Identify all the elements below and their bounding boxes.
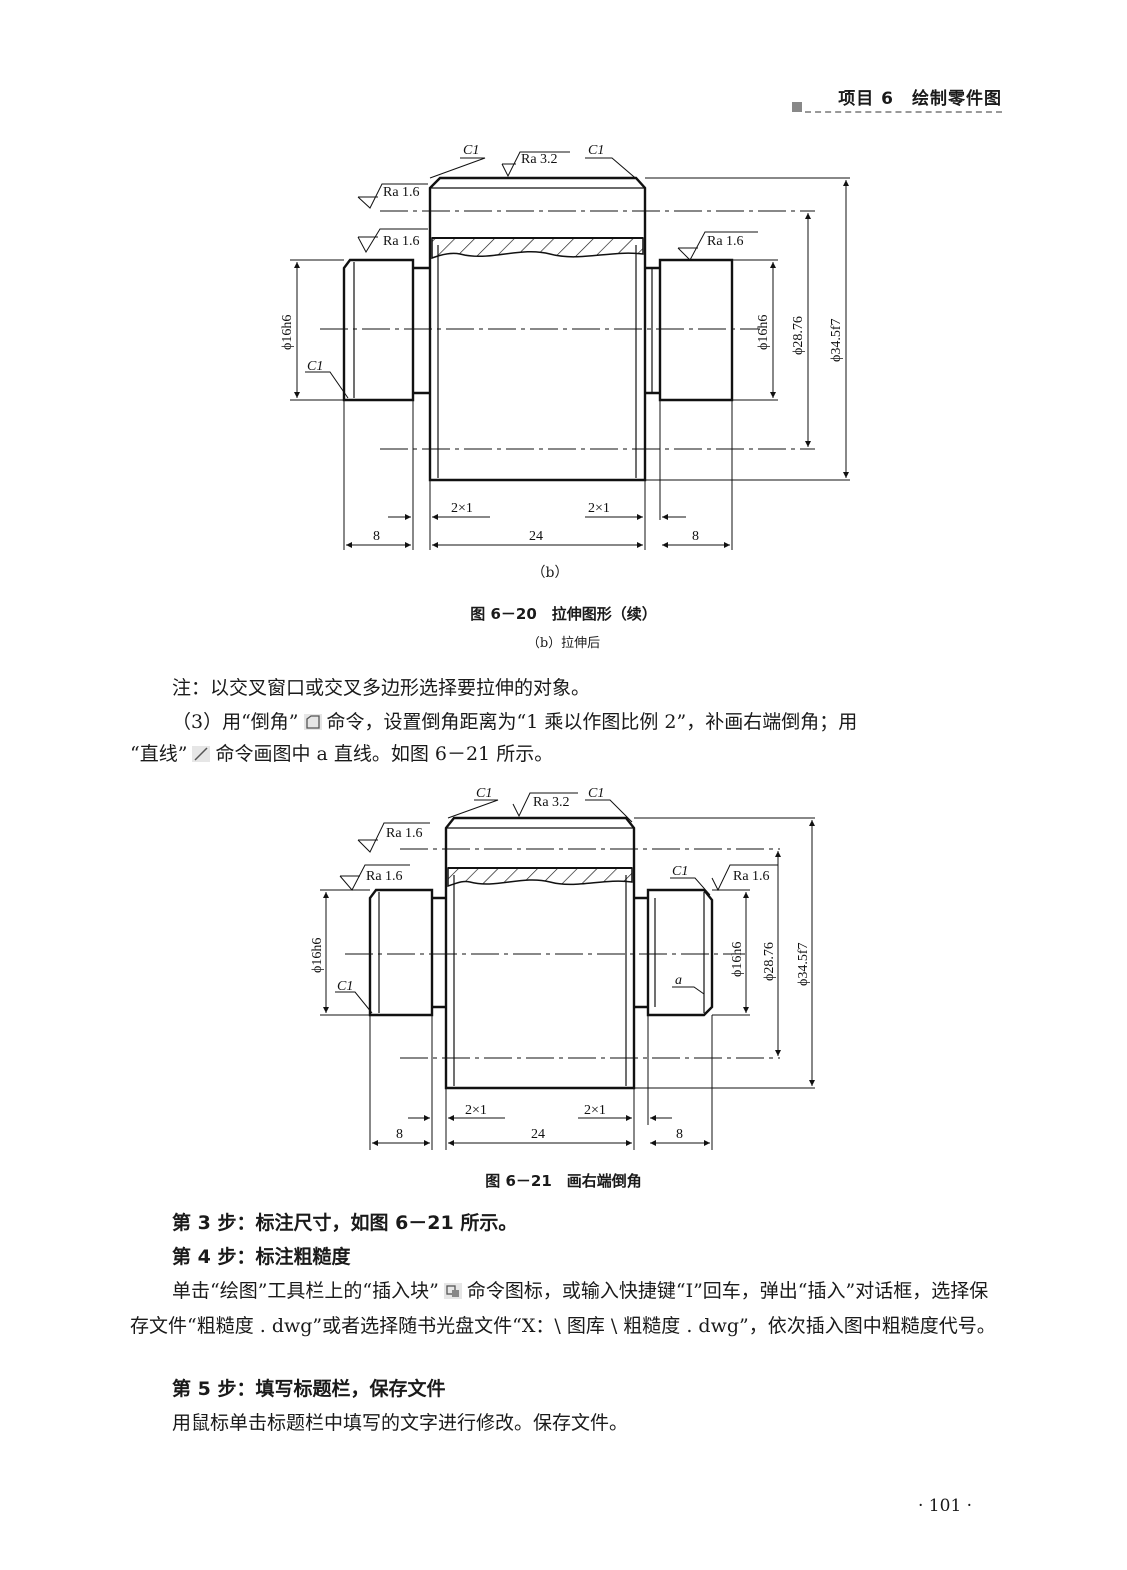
figure-6-21-drawing: C1 C1 C1 C1 a Ra 3.2 Ra 1.6 Ra 1.6 Ra 1.… xyxy=(310,786,815,1150)
fig20-dim-24: 24 xyxy=(529,529,543,544)
note-paragraph: 注：以交叉窗口或交叉多边形选择要拉伸的对象。 xyxy=(130,671,1002,706)
note-text: 注：以交叉窗口或交叉多边形选择要拉伸的对象。 xyxy=(172,677,591,699)
fig20-label-c1-a: C1 xyxy=(463,143,479,158)
fig21-label-ra-3: Ra 1.6 xyxy=(733,869,770,884)
fig21-label-ra-2: Ra 1.6 xyxy=(366,869,403,884)
fig20-label-ra-top: Ra 3.2 xyxy=(521,152,558,167)
fig21-dim-phi28: ϕ28.76 xyxy=(762,942,777,981)
page-number: · 101 · xyxy=(918,1496,973,1516)
figure-6-20-drawing: C1 C1 C1 Ra 3.2 Ra 1.6 Ra 1.6 Ra 1.6 ϕ16… xyxy=(280,143,850,550)
fig20-dim-2x1-left: 2×1 xyxy=(451,501,473,516)
fig21-dim-phi34: ϕ34.5f7 xyxy=(796,942,811,986)
fig20-label-ra-1: Ra 1.6 xyxy=(383,185,420,200)
fig20-dim-8-left: 8 xyxy=(373,529,380,544)
step-3-heading: 第 3 步：标注尺寸，如图 6－21 所示。 xyxy=(172,1212,518,1234)
fig21-dim-phi16-left: ϕ16h6 xyxy=(310,938,325,973)
fig20-label-ra-2: Ra 1.6 xyxy=(383,234,420,249)
figure-6-21-caption: 图 6－21 画右端倒角 xyxy=(485,1172,642,1190)
fig21-dim-8-right: 8 xyxy=(676,1127,683,1142)
figure-6-20-caption: 图 6－20 拉伸图形（续） xyxy=(470,605,657,623)
fig21-dim-24: 24 xyxy=(531,1127,545,1142)
fig20-dim-phi16-left: ϕ16h6 xyxy=(280,315,295,350)
step-5-paragraph: 用鼠标单击标题栏中填写的文字进行修改。保存文件。 xyxy=(172,1412,629,1434)
step-3-instruction: （3）用“倒角” 命令，设置倒角距离为“1 乘以作图比例 2”，补画右端倒角；用 xyxy=(130,705,1002,740)
chamfer-icon xyxy=(303,714,322,730)
fig21-label-ra-top: Ra 3.2 xyxy=(533,795,570,810)
fig20-dim-2x1-right: 2×1 xyxy=(588,501,610,516)
fig20-label-ra-3: Ra 1.6 xyxy=(707,234,744,249)
step-4-text-a: 单击“绘图”工具栏上的“插入块” xyxy=(172,1280,439,1302)
header-rule xyxy=(792,102,1002,114)
step-5-heading: 第 5 步：填写标题栏，保存文件 xyxy=(172,1378,446,1400)
line-tool-icon xyxy=(192,746,211,762)
step-4-text-b: 命令图标，或输入快捷键“I”回车，弹出“插入”对话框，选择保存文件“粗糙度 . … xyxy=(130,1280,996,1337)
fig21-label-c1-d: C1 xyxy=(672,864,688,879)
fig20-dim-phi28: ϕ28.76 xyxy=(791,316,806,355)
fig21-dim-2x1-left: 2×1 xyxy=(465,1103,487,1118)
fig21-dim-phi16-right: ϕ16h6 xyxy=(730,942,745,977)
fig21-label-a: a xyxy=(675,973,682,988)
running-header: 项目 6 绘制零件图 xyxy=(838,89,1002,109)
step-4-paragraph: 单击“绘图”工具栏上的“插入块”命令图标，或输入快捷键“I”回车，弹出“插入”对… xyxy=(130,1274,1002,1344)
instruction-part-1: （3）用“倒角” xyxy=(172,711,299,733)
instruction-part-2: 命令，设置倒角距离为“1 乘以作图比例 2”，补画右端倒角；用 xyxy=(326,711,858,733)
fig20-label-c1-c: C1 xyxy=(307,359,323,374)
fig21-label-c1-b: C1 xyxy=(588,786,604,801)
instruction-part-4: 命令画图中 a 直线。如图 6－21 所示。 xyxy=(215,743,554,765)
figure-6-20-subcaption: （b）拉伸后 xyxy=(526,636,601,651)
fig21-dim-2x1-right: 2×1 xyxy=(584,1103,606,1118)
fig20-label-c1-b: C1 xyxy=(588,143,604,158)
fig21-label-c1-c: C1 xyxy=(337,979,353,994)
insert-block-icon xyxy=(443,1283,462,1299)
fig20-dim-8-right: 8 xyxy=(692,529,699,544)
fig21-label-c1-a: C1 xyxy=(476,786,492,801)
fig21-label-ra-1: Ra 1.6 xyxy=(386,826,423,841)
step-3-instruction-cont: “直线” 命令画图中 a 直线。如图 6－21 所示。 xyxy=(130,737,1002,772)
fig21-dim-8-left: 8 xyxy=(396,1127,403,1142)
fig20-dim-phi16-right: ϕ16h6 xyxy=(756,315,771,350)
figure-sub-label: （b） xyxy=(531,565,569,581)
fig20-dim-phi34: ϕ34.5f7 xyxy=(829,318,844,362)
step-4-heading: 第 4 步：标注粗糙度 xyxy=(172,1246,351,1268)
instruction-part-3: “直线” xyxy=(130,743,188,765)
